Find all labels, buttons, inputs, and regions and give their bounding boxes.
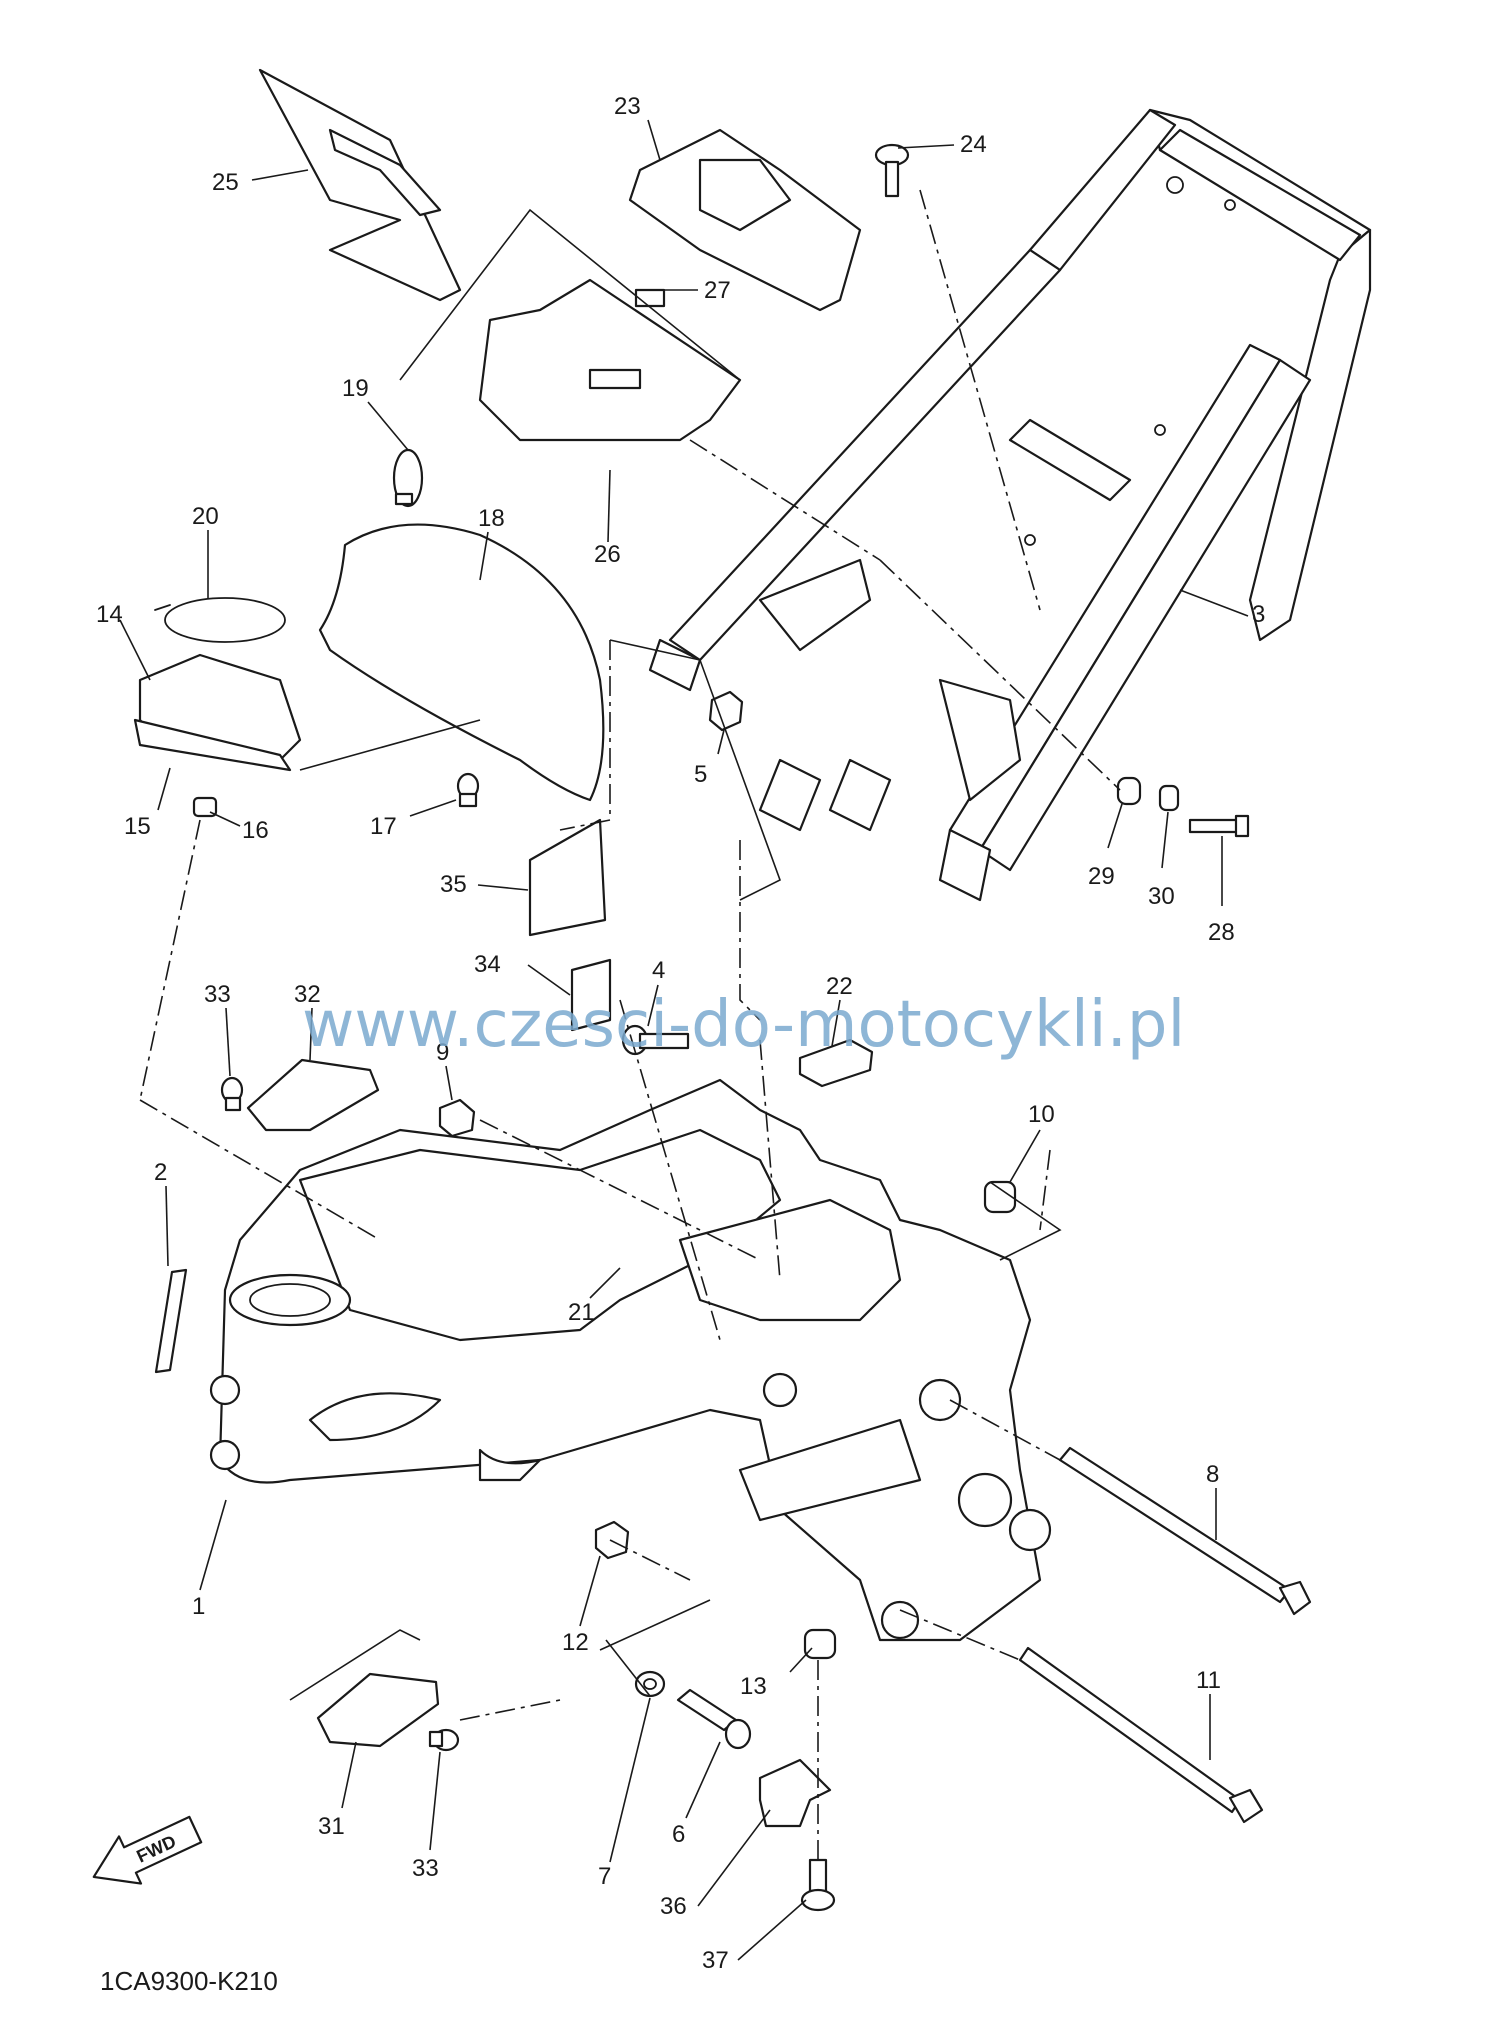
callout-15: 15 [124,813,151,840]
callout-17: 17 [370,813,397,840]
leader-lines [119,119,1249,1961]
rivet-17 [456,772,480,808]
ring-20 [154,597,286,643]
relay-assembly [133,653,302,772]
main-frame [209,1078,1052,1642]
band [392,448,424,508]
callout-29: 29 [1088,863,1115,890]
bracket-36 [758,1758,832,1828]
callout-33-bottom: 33 [412,1855,439,1882]
callout-35: 35 [440,871,467,898]
rivet-33a [220,1076,244,1112]
callout-2: 2 [154,1159,167,1186]
callout-36: 36 [660,1893,687,1920]
bolt-6 [676,1688,752,1750]
plate-32 [246,1058,380,1132]
bolt-11 [1018,1646,1264,1824]
callout-16: 16 [242,817,269,844]
nut-12 [594,1520,630,1560]
callout-5: 5 [694,761,707,788]
damper-29 [1116,776,1142,806]
heat-shield [258,68,462,302]
callout-23: 23 [614,93,641,120]
washer-7 [634,1670,666,1698]
collar-30 [1158,784,1180,812]
callout-33-top: 33 [204,981,231,1008]
rear-subframe [648,108,1372,902]
callout-3: 3 [1252,601,1265,628]
bolt-28 [1188,814,1250,838]
callout-12: 12 [562,1629,589,1656]
callout-13: 13 [740,1673,767,1700]
callout-26: 26 [594,541,621,568]
callout-24: 24 [960,131,987,158]
callout-37: 37 [702,1947,729,1974]
label-35 [528,818,607,937]
callout-30: 30 [1148,883,1175,910]
callout-28: 28 [1208,919,1235,946]
callout-22: 22 [826,973,853,1000]
battery-cover [628,128,862,312]
callout-31: 31 [318,1813,345,1840]
rivet-33b [428,1728,460,1752]
fwd-arrow: FWD [92,1815,203,1885]
damper-13 [803,1628,837,1660]
callout-11: 11 [1196,1667,1221,1694]
bolt-8 [1058,1446,1312,1616]
bolt-24 [874,143,910,198]
callout-6: 6 [672,1821,685,1848]
callout-7: 7 [598,1863,611,1890]
clamp-22 [798,1038,874,1088]
watermark-text: www.czesci-do-motocykli.pl [302,988,1185,1062]
callout-21: 21 [568,1299,595,1326]
bolt-4 [621,1024,690,1056]
callout-14: 14 [96,601,123,628]
nut-5 [708,690,744,732]
sticker-2 [154,1268,188,1374]
nut-9 [438,1098,476,1138]
assembly-lines [139,189,1121,1860]
side-cover-18 [318,523,605,802]
diagram-code: 1CA9300-K210 [100,1966,278,1996]
callout-25: 25 [212,169,239,196]
callout-18: 18 [478,505,505,532]
callout-labels: 25 23 24 27 19 26 18 20 14 3 15 16 17 5 … [96,93,1265,1974]
callout-10: 10 [1028,1101,1055,1128]
group-bracket-lines [289,208,1062,1701]
callout-27: 27 [704,277,731,304]
electrical-tray [478,278,742,442]
damper-10 [983,1180,1017,1214]
callout-32: 32 [294,981,321,1008]
callout-20: 20 [192,503,219,530]
callout-4: 4 [652,957,665,984]
callout-34: 34 [474,951,501,978]
label-34 [570,958,612,1032]
bolt-37 [800,1858,836,1912]
callout-8: 8 [1206,1461,1219,1488]
plate-31 [316,1672,440,1748]
callout-19: 19 [342,375,369,402]
callout-1: 1 [192,1593,205,1620]
callout-9: 9 [436,1039,449,1066]
